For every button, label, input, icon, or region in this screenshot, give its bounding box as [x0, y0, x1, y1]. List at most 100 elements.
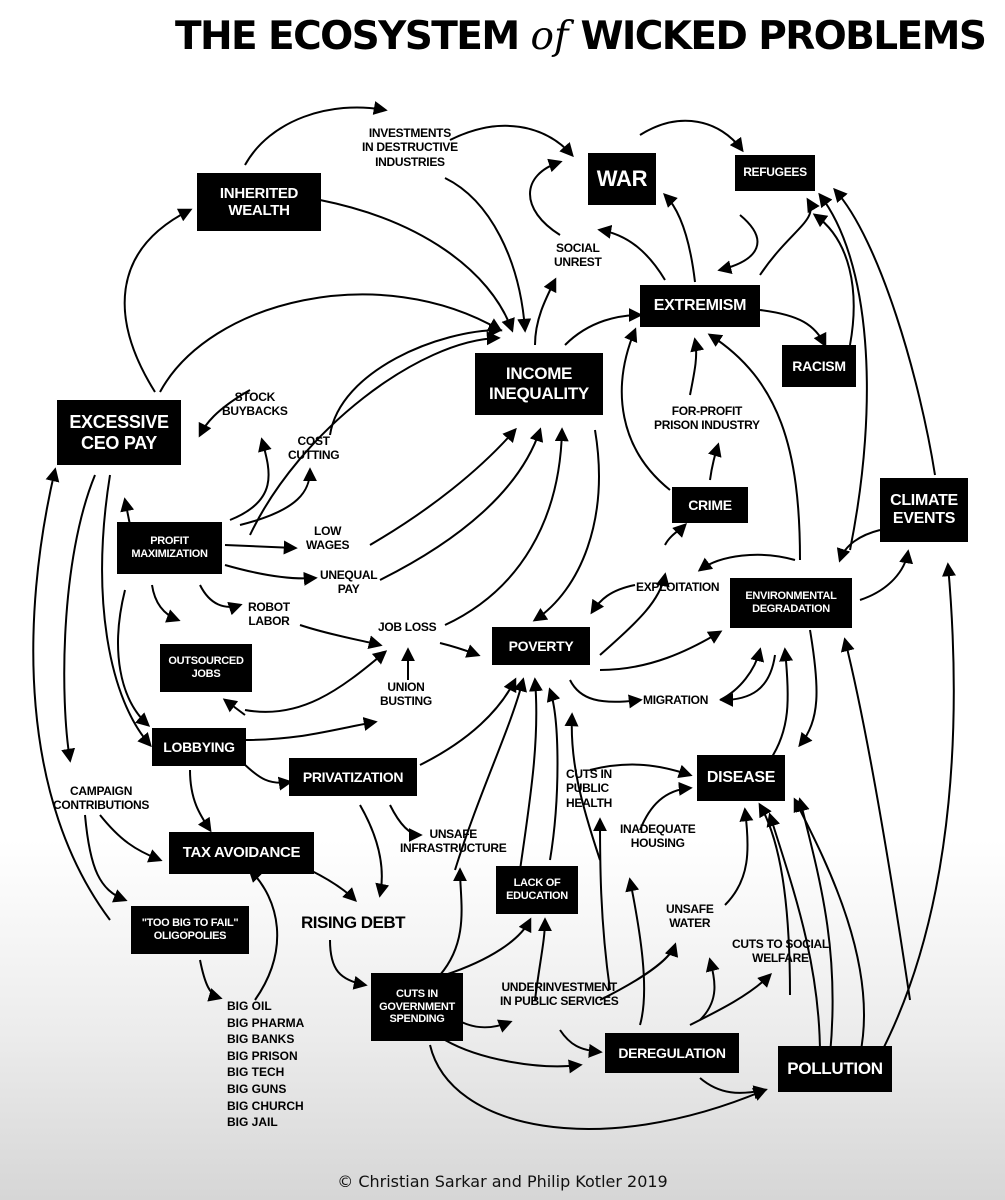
label-inadequate-housing: INADEQUATE HOUSING — [620, 822, 696, 851]
node-lack-of-education: LACK OF EDUCATION — [496, 866, 578, 914]
node-environmental-degradation: ENVIRONMENTAL DEGRADATION — [730, 578, 852, 628]
node-tax-avoidance: TAX AVOIDANCE — [169, 832, 314, 874]
node-extremism: EXTREMISM — [640, 285, 760, 327]
label-unequal-pay: UNEQUAL PAY — [320, 568, 378, 597]
arrow-crime-to-prison — [708, 442, 722, 481]
arrow-profit-to-buybacks — [229, 437, 272, 521]
arrow-inequality-to-unrest — [534, 277, 557, 346]
node-racism: RACISM — [782, 345, 856, 387]
arrow-pollution-to-envdeg — [840, 637, 911, 1001]
arrow-jobloss-to-poverty — [439, 642, 481, 658]
arrow-exploitation-to-crime — [664, 523, 687, 546]
arrow-publichealth-to-poverty — [564, 712, 601, 861]
big-company-item: BIG PHARMA — [227, 1015, 305, 1030]
arrow-education-to-poverty — [519, 677, 543, 871]
diagram-title: THE ECOSYSTEM of WICKED PROBLEMS — [175, 14, 987, 59]
arrow-water-to-disease — [724, 807, 754, 906]
arrow-climate-to-refugees — [833, 187, 936, 476]
node-excessive-ceo-pay: EXCESSIVE CEO PAY — [57, 400, 181, 465]
arrow-jobloss-to-inequality — [444, 427, 569, 626]
title-part-1: THE ECOSYSTEM — [175, 14, 520, 59]
big-company-item: BIG JAIL — [227, 1115, 278, 1130]
arrow-cuts-to-infra — [439, 867, 468, 976]
label-union-busting: UNION BUSTING — [380, 680, 432, 709]
arrow-pollution-to-climate — [879, 562, 956, 1056]
arrow-investments-to-war — [449, 124, 574, 158]
arrow-lobbying-to-privatization — [239, 759, 293, 791]
arrow-disease-to-envdeg — [769, 647, 794, 761]
arrow-profit-to-unequalpay — [224, 564, 318, 586]
arrow-underinv-to-water — [599, 942, 679, 1001]
arrow-envdeg-to-extremism — [707, 333, 801, 561]
arrow-cuts-to-deregulation — [444, 1039, 583, 1074]
arrow-deregulation-to-housing — [625, 877, 646, 1026]
arrow-inequality-to-extremism — [564, 308, 643, 346]
arrow-lobbying-to-outsourced — [222, 698, 246, 716]
big-company-item: BIG BANKS — [227, 1032, 295, 1047]
arrow-ceopay-to-campaign — [61, 474, 96, 763]
arrow-outsourced-to-jobloss — [244, 650, 388, 713]
arrow-envdeg-to-refugees — [818, 192, 868, 551]
arrow-profit-to-ceopay — [120, 497, 135, 526]
label-robot-labor: ROBOT LABOR — [248, 600, 290, 629]
big-company-item: BIG TECH — [227, 1065, 285, 1080]
arrow-infra-to-poverty — [454, 677, 527, 871]
arrow-privatization-to-infra — [389, 804, 423, 842]
node-climate-events: CLIMATE EVENTS — [880, 478, 968, 542]
node-privatization: PRIVATIZATION — [289, 758, 417, 796]
big-company-item: BIG GUNS — [227, 1081, 287, 1096]
arrow-costcutting-to-inequality — [329, 323, 503, 436]
arrow-pollution-to-disease-b — [766, 812, 821, 1056]
arrow-privatization-to-poverty — [419, 677, 517, 766]
arrow-unequalpay-to-inequality — [379, 427, 544, 581]
arrow-cuts-to-pollution — [429, 1044, 768, 1130]
arrow-extremism-up — [759, 197, 820, 276]
arrow-deregulation-to-water — [699, 957, 720, 1021]
arrow-buybacks-to-ceopay — [198, 389, 251, 438]
arrow-ceopay-to-inequality — [159, 293, 503, 393]
node-disease: DISEASE — [697, 755, 785, 801]
label-migration: MIGRATION — [643, 693, 709, 707]
arrow-underinv-to-education — [534, 917, 552, 1001]
label-social-unrest: SOCIAL UNREST — [554, 241, 602, 270]
big-company-item: BIG OIL — [227, 999, 272, 1013]
arrow-envdeg-to-disease — [798, 629, 818, 748]
arrow-profit-to-lowwages — [224, 540, 298, 555]
arrow-robot-to-jobloss — [299, 624, 383, 650]
label-stock-buybacks: STOCK BUYBACKS — [222, 390, 288, 419]
arrow-racism-to-refugees — [812, 213, 855, 346]
node-profit-maximization: PROFIT MAXIMIZATION — [117, 522, 222, 574]
copyright-footer: © Christian Sarkar and Philip Kotler 201… — [337, 1172, 668, 1191]
label-unsafe-water: UNSAFE WATER — [666, 902, 714, 931]
arrow-campaign-to-oligopolies — [84, 814, 128, 903]
big-company-item: BIG PRISON — [227, 1048, 298, 1063]
arrow-pollution-to-disease-a — [795, 797, 834, 1056]
node-pollution: POLLUTION — [778, 1046, 892, 1092]
arrow-exploitation-to-poverty — [590, 584, 636, 615]
arrow-oligopolies-to-bigco — [199, 959, 223, 1002]
title-connector: of — [530, 14, 569, 59]
arrow-ceopay-to-lobbying — [101, 474, 152, 748]
label-for-profit-prison: FOR-PROFIT PRISON INDUSTRY — [654, 404, 760, 433]
arrow-poverty-to-exploitation — [599, 572, 670, 656]
arrow-profit-to-lobbying — [117, 589, 151, 727]
arrow-ceopay-to-inherited — [123, 208, 193, 393]
arrow-profit-to-robot — [199, 584, 243, 616]
arrow-extremism-to-unrest — [597, 224, 666, 281]
label-exploitation: EXPLOITATION — [636, 580, 720, 594]
arrow-publichealth-to-disease — [589, 763, 693, 779]
arrow-underinv-to-publichealth — [593, 817, 611, 991]
arrow-inherited-to-inequality — [319, 199, 515, 333]
label-underinvestment: UNDERINVESTMENT IN PUBLIC SERVICES — [500, 980, 619, 1009]
label-cuts-to-social-welfare: CUTS TO SOCIAL WELFARE — [732, 937, 829, 966]
label-cuts-in-public-health: CUTS IN PUBLIC HEALTH — [566, 767, 612, 810]
arrow-unrest-to-war — [529, 158, 563, 236]
arrow-poverty-to-migration — [569, 679, 643, 709]
arrow-envdeg-to-migration — [719, 654, 776, 707]
arrow-crime-to-extremism — [620, 327, 671, 491]
label-job-loss: JOB LOSS — [378, 620, 437, 634]
label-unsafe-infrastructure: UNSAFE INFRASTRUCTURE — [400, 827, 507, 856]
node-poverty: POVERTY — [492, 627, 590, 665]
arrow-lowwages-to-inequality — [369, 427, 517, 546]
